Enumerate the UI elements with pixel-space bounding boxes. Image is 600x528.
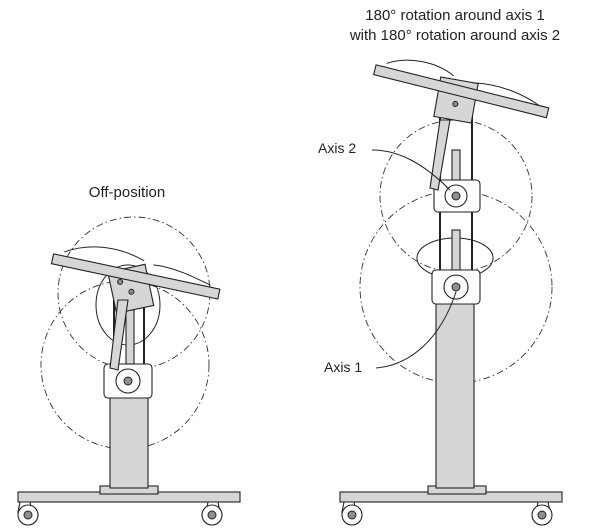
left-column (109, 393, 149, 489)
right-caption-line1: 180° rotation around axis 1 (365, 7, 544, 24)
right-column (435, 295, 475, 489)
right-base (339, 485, 563, 526)
right-tilt-arm (429, 119, 451, 191)
right-handlebar (372, 59, 550, 119)
axis2-label: Axis 2 (318, 140, 356, 156)
left-tilt-arm (109, 299, 129, 371)
axis1-label: Axis 1 (324, 359, 362, 375)
right-axis1-joint (431, 269, 481, 305)
left-axis1-joint (103, 363, 153, 399)
axis1-leader-line (375, 291, 457, 369)
left-handlebar (50, 246, 221, 300)
axis2-leader-line (371, 149, 451, 191)
right-axis2-joint (433, 179, 481, 213)
right-stand (339, 59, 563, 526)
left-base (17, 485, 241, 526)
left-stand (17, 216, 241, 526)
right-middle-section (439, 210, 473, 271)
left-caption: Off-position (89, 184, 165, 201)
right-caption-line2: with 180° rotation around axis 2 (349, 27, 560, 44)
